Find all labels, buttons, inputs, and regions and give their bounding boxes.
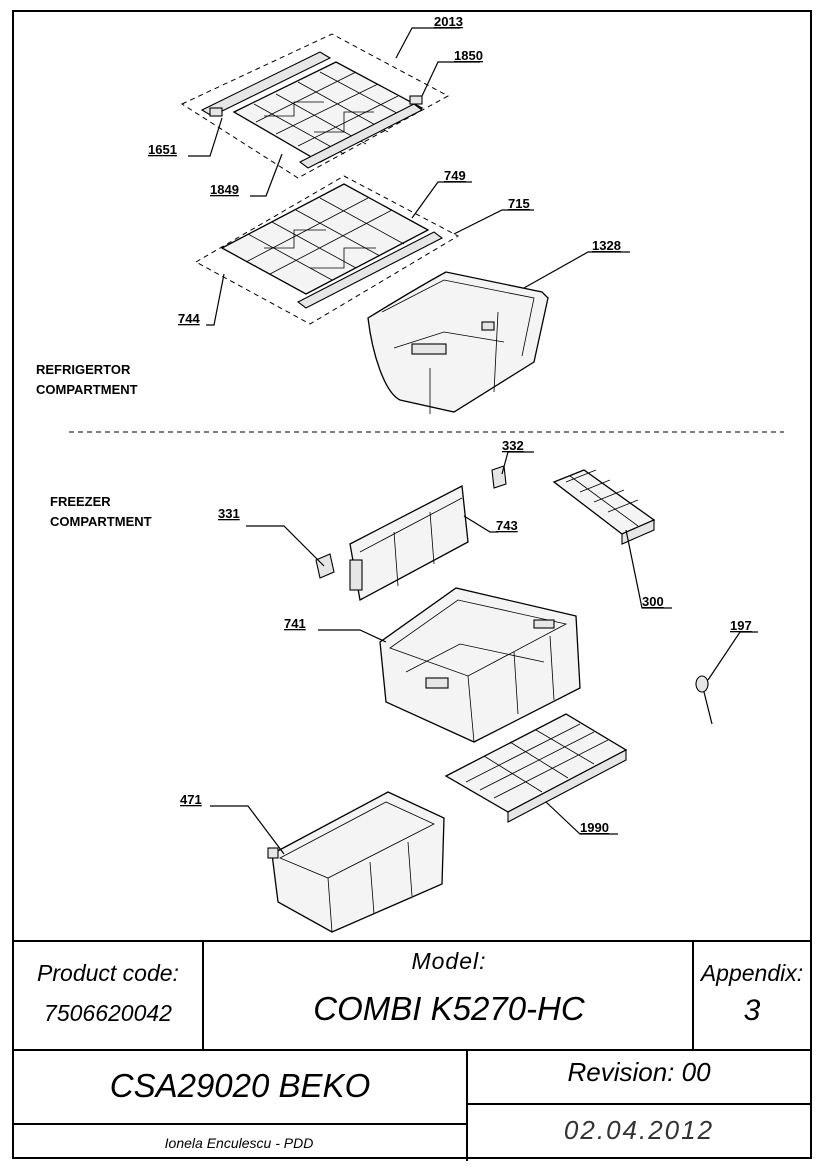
product-code-value: 7506620042 (44, 1000, 172, 1026)
callout-471: 471 (180, 792, 202, 807)
product-code-cell: Product code: 7506620042 (12, 942, 204, 1049)
drawing-sheet: 2013 1850 1651 1849 749 715 1328 744 332… (12, 10, 812, 1161)
author: Ionela Enculescu - PDD (164, 1135, 314, 1151)
callout-715: 715 (508, 196, 530, 211)
exploded-parts-diagram: 2013 1850 1651 1849 749 715 1328 744 332… (36, 14, 784, 933)
appendix-cell: Appendix: 3 (694, 942, 810, 1049)
callout-743: 743 (496, 518, 518, 533)
revision: Revision: 00 (567, 1057, 711, 1087)
freezer-drawer-large (379, 587, 581, 743)
callout-300: 300 (642, 594, 664, 609)
document-code-cell: CSA29020 BEKO Ionela Enculescu - PDD (12, 1049, 468, 1161)
crisper-drawer (367, 271, 549, 414)
callout-2013: 2013 (434, 14, 463, 29)
callout-1328: 1328 (592, 238, 621, 253)
freezer-label-line1: FREEZER (50, 494, 111, 509)
refrigerator-label-line1: REFRIGERTOR (36, 362, 131, 377)
callout-1850: 1850 (454, 48, 483, 63)
refrigerator-label-line2: COMPARTMENT (36, 382, 138, 397)
callout-332: 332 (502, 438, 524, 453)
shelf-upper-assembly (180, 33, 450, 179)
model-value: COMBI K5270-HC (313, 990, 585, 1027)
callout-1651: 1651 (148, 142, 177, 157)
freezer-flap (349, 484, 469, 601)
callout-744: 744 (178, 311, 200, 326)
leader-lines (188, 27, 758, 855)
shelf-lower-assembly (194, 175, 460, 325)
model-cell: Model: COMBI K5270-HC (204, 942, 694, 1049)
callout-197: 197 (730, 618, 752, 633)
key-part (695, 675, 713, 725)
title-block: Product code: 7506620042 Model: COMBI K5… (12, 940, 812, 1161)
date: 02.04.2012 (563, 1115, 715, 1145)
product-code-label: Product code: (37, 960, 179, 986)
ice-tray (552, 469, 656, 545)
freezer-basket (444, 713, 628, 823)
callout-749: 749 (444, 168, 466, 183)
appendix-label: Appendix: (700, 960, 804, 986)
revision-cell: Revision: 00 02.04.2012 (468, 1049, 810, 1161)
callout-1849: 1849 (210, 182, 239, 197)
model-label: Model: (411, 948, 487, 974)
callout-741: 741 (284, 616, 306, 631)
author-cell: Ionela Enculescu - PDD (12, 1123, 466, 1161)
freezer-drawer-small (267, 791, 445, 933)
hinge-left (315, 553, 335, 579)
date-cell: 02.04.2012 (468, 1103, 810, 1161)
callout-1990: 1990 (580, 820, 609, 835)
appendix-value: 3 (743, 994, 761, 1027)
document-code: CSA29020 BEKO (109, 1067, 371, 1104)
freezer-label-line2: COMPARTMENT (50, 514, 152, 529)
callout-331: 331 (218, 506, 240, 521)
